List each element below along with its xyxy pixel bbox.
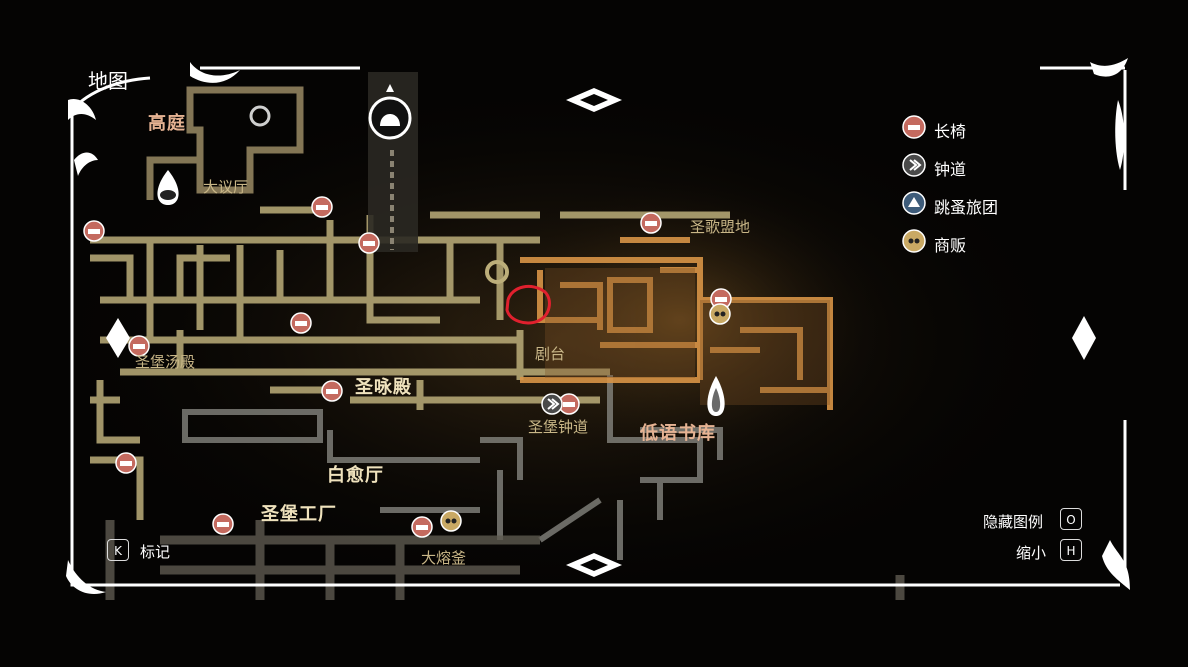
highlighted-region — [520, 237, 833, 410]
flea-caravan-icon — [902, 191, 926, 215]
secondary-region — [182, 375, 723, 560]
hide-legend-key[interactable]: O — [1060, 508, 1082, 530]
high-court-node — [249, 105, 271, 127]
area-label-darongfu: 大熔釜 — [421, 549, 467, 567]
dark-lower-region — [105, 520, 905, 600]
vendor-icon[interactable] — [440, 510, 462, 532]
map-frame — [70, 66, 1127, 587]
legend-label: 商贩 — [934, 236, 967, 255]
zoom-out-key[interactable]: H — [1060, 539, 1082, 561]
legend-label: 钟道 — [934, 160, 967, 179]
bench-icon — [902, 115, 926, 139]
bench-icon[interactable] — [358, 232, 380, 254]
library-spire-icon[interactable] — [707, 376, 725, 416]
area-label-shengbaozhongdao: 圣堡钟道 — [528, 418, 589, 436]
area-label-shengbaogongchang: 圣堡工厂 — [261, 504, 337, 525]
bellway-icon — [902, 153, 926, 177]
area-label-shenggemengdi: 圣歌盟地 — [690, 218, 751, 236]
bench-icon[interactable] — [212, 513, 234, 535]
area-label-diyushuku: 低语书库 — [640, 423, 716, 444]
stag-station-icon[interactable] — [368, 84, 412, 140]
bench-icon[interactable] — [115, 452, 137, 474]
bench-icon[interactable] — [290, 312, 312, 334]
legend-label: 跳蚤旅团 — [934, 198, 999, 217]
bench-icon[interactable] — [311, 196, 333, 218]
red-circle-marker — [505, 284, 551, 325]
area-label-baiyuting: 白愈厅 — [327, 465, 384, 486]
zoom-out-label: 缩小 — [1016, 544, 1047, 562]
frame-diamond-ornaments — [106, 88, 1096, 577]
bench-icon[interactable] — [321, 380, 343, 402]
bench-icon[interactable] — [411, 516, 433, 538]
legend-label: 长椅 — [934, 122, 967, 141]
bellway-icon[interactable] — [541, 393, 563, 415]
mark-label: 标记 — [140, 543, 171, 561]
bench-icon[interactable] — [640, 212, 662, 234]
vendor-icon — [902, 229, 926, 253]
area-label-dayiting: 大议厅 — [203, 178, 249, 196]
ring-node — [485, 260, 509, 284]
high-court-spire-icon[interactable] — [157, 170, 179, 205]
area-label-jutai: 剧台 — [535, 345, 566, 363]
area-label-shengyongdian: 圣咏殿 — [355, 377, 412, 398]
vendor-icon[interactable] — [709, 303, 731, 325]
frame-corner-flourishes — [66, 58, 1130, 595]
bench-icon[interactable] — [83, 220, 105, 242]
mark-key[interactable]: K — [107, 539, 129, 561]
hide-legend-label: 隐藏图例 — [983, 513, 1044, 531]
area-label-shengbaotangdian: 圣堡汤殿 — [135, 353, 196, 371]
area-label-gaoting: 高庭 — [148, 113, 186, 134]
bench-icon[interactable] — [128, 335, 150, 357]
screen-title: 地图 — [88, 69, 128, 93]
highlighted-fill — [545, 268, 830, 405]
